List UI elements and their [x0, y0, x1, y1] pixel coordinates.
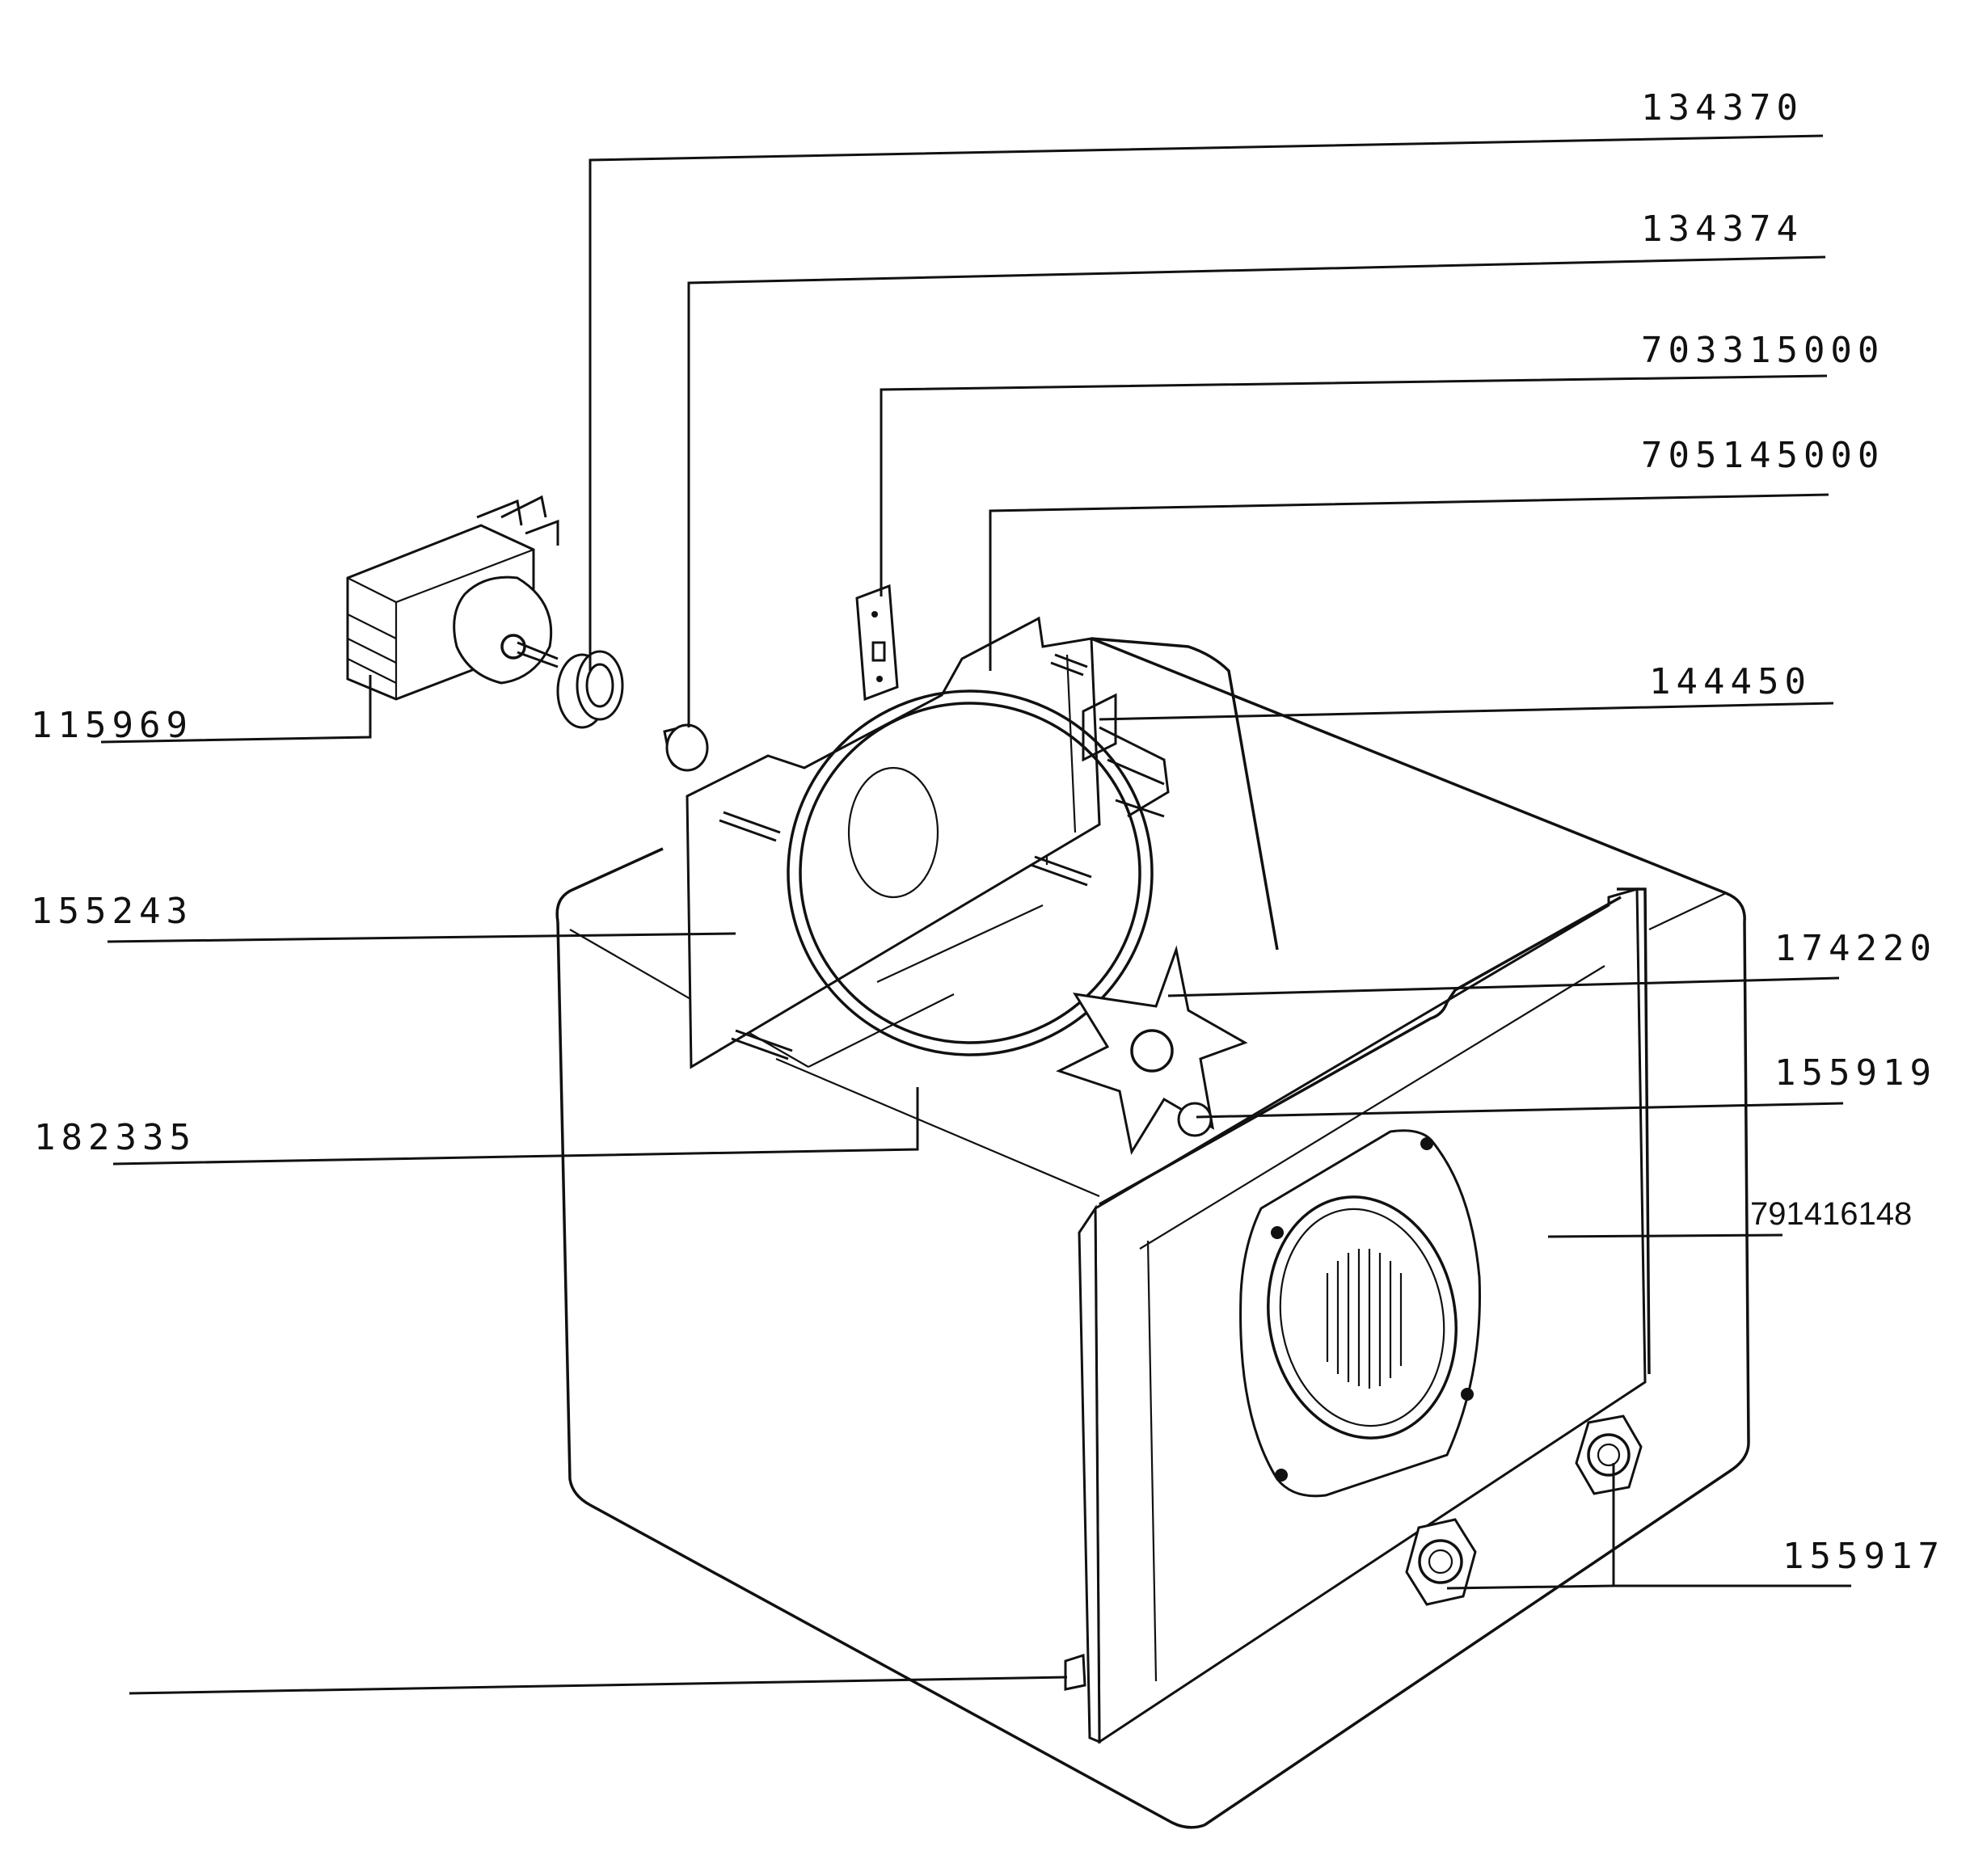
bushing	[556, 650, 624, 729]
speaker-grille	[1326, 1249, 1403, 1389]
leader-115969	[100, 675, 372, 744]
label-705145000: 705145000	[1641, 435, 1884, 476]
leader-705145000	[989, 493, 1829, 671]
leader-144450	[1099, 702, 1834, 721]
label-115969: 115969	[31, 705, 193, 746]
leader-182335	[112, 1087, 919, 1166]
leader-703315000	[880, 374, 1828, 597]
label-155243: 155243	[31, 891, 193, 932]
cap	[663, 723, 709, 772]
label-791416148: 791416148	[1750, 1196, 1912, 1232]
front-panel	[1064, 887, 1651, 1744]
label-155917: 155917	[1782, 1536, 1945, 1577]
part-labels: 134370 134374 703315000 705145000 144450…	[31, 87, 1945, 1577]
fan-blade	[1056, 945, 1248, 1156]
convection-fan-ring	[787, 689, 1154, 1056]
label-174220: 174220	[1774, 928, 1937, 969]
leader-134374	[687, 255, 1826, 727]
knob-155917-a	[1405, 1518, 1477, 1606]
knob-155917-b	[1575, 1414, 1643, 1495]
label-182335: 182335	[34, 1117, 196, 1158]
heating-element	[1082, 693, 1170, 818]
label-144450: 144450	[1649, 661, 1812, 702]
label-703315000: 703315000	[1641, 330, 1884, 371]
leader-155919	[1196, 1102, 1844, 1119]
thermostat-bracket	[855, 584, 899, 702]
leader-155243	[107, 932, 736, 943]
leader-bottom	[129, 1676, 1068, 1695]
label-134370: 134370	[1641, 87, 1804, 129]
fan-motor	[346, 495, 559, 701]
leader-155917-b	[1446, 1584, 1614, 1590]
leader-174220	[1167, 976, 1840, 997]
leader-lines	[100, 134, 1851, 1695]
leader-134370	[589, 134, 1824, 671]
label-155919: 155919	[1774, 1052, 1937, 1094]
label-134374: 134374	[1641, 209, 1804, 250]
leader-791416148	[1547, 1233, 1783, 1238]
